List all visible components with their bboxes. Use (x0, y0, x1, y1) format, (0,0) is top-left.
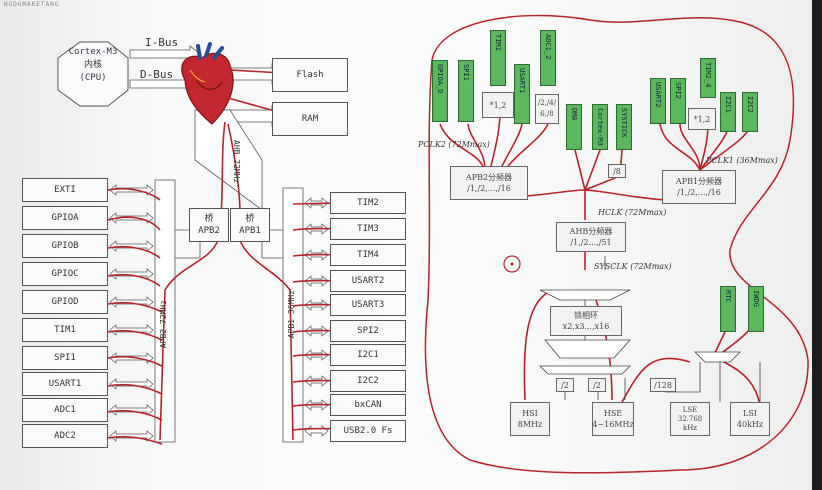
apb1-bus-label: APB1 36MHz (287, 290, 296, 339)
apb2-peripheral-tim1: TIM1 (22, 318, 108, 342)
apb1-out-tim24: TIM2_4 (700, 58, 716, 98)
apb2-bus-label: APB2 72MHz (159, 300, 168, 349)
apb2-out-gpioad: GPIOA_D (432, 60, 448, 122)
apb2-double-arrow (109, 240, 154, 252)
apb2-peripheral-gpiod: GPIOD (22, 290, 108, 314)
div128-box: /128 (650, 378, 676, 392)
apb2-out-adc12: ADC1_2 (540, 30, 556, 86)
ram-box: RAM (272, 102, 348, 136)
mul-left-box: *1,2 (482, 92, 514, 118)
apb2-peripheral-gpiob: GPIOB (22, 234, 108, 258)
apb2-peripheral-usart1: USART1 (22, 372, 108, 396)
div2b-box: /2 (588, 378, 606, 392)
ibus-label: I-Bus (145, 36, 179, 49)
apb1-peripheral-tim2: TIM2 (330, 192, 406, 214)
apb2-out-tim1: TIM1 (490, 30, 506, 86)
apb1-peripheral-tim4: TIM4 (330, 244, 406, 266)
watermark: NGDGMAKETANG (4, 1, 60, 8)
apb2-peripheral-adc1: ADC1 (22, 398, 108, 422)
cpu-octagon (57, 41, 129, 107)
apb1-out-usart2: USART2 (650, 78, 666, 124)
ahb-out-cortexm3: Cortex-M3 (592, 104, 608, 150)
apb1-peripheral-spi2: SPI2 (330, 320, 406, 342)
apb1-peripheral-tim3: TIM3 (330, 218, 406, 240)
dbus-label: D-Bus (140, 68, 174, 81)
apb2-peripheral-spi1: SPI1 (22, 346, 108, 370)
apb1-prescaler: APB1分频器/1,/2,...,/16 (662, 170, 736, 204)
apb2-peripheral-gpioa: GPIOA (22, 206, 108, 230)
div8-box: /8 (608, 164, 626, 178)
apb1-out-i2c1: I2C1 (720, 92, 736, 132)
apb1-out-spi2: SPI2 (670, 78, 686, 124)
apb2-double-arrow (109, 324, 154, 336)
apb2-out-usart1: USART1 (514, 64, 530, 124)
apb2-double-arrow (109, 352, 154, 364)
cpu-label: Cortex-M3 内核 (CPU) (68, 47, 118, 83)
apb2-peripheral-gpioc: GPIOC (22, 262, 108, 286)
apb1-bus (282, 187, 304, 443)
div2a-box: /2 (556, 378, 574, 392)
ahb-out-dma: DMA (566, 104, 582, 150)
apb1-double-arrow (304, 425, 329, 437)
ahb-out-systick: SYSTICK (616, 104, 632, 150)
apb1-peripheral-i2c1: I2C1 (330, 344, 406, 366)
adc-prescaler-box: /2,/4/6,/8 (535, 94, 559, 124)
apb2-double-arrow (109, 268, 154, 280)
sysclk-label: SYSCLK (72Mmax) (594, 262, 672, 271)
mul-right-box: *1,2 (688, 108, 716, 130)
apb1-out-i2c2: I2C2 (742, 92, 758, 132)
apb1-peripheral-i2c2: I2C2 (330, 370, 406, 392)
apb2-double-arrow (109, 430, 154, 442)
rtc-out-iwdg: IWDG (748, 286, 764, 332)
small-circle-mark (503, 255, 521, 273)
rtc-out-rtc: RTC (720, 286, 736, 332)
ahb-label: AHB 72MHz (232, 140, 241, 184)
apb2-double-arrow (109, 378, 154, 390)
apb2-double-arrow (109, 296, 154, 308)
pclk2-label: PCLK2 (72Mmax) (418, 140, 490, 149)
apb1-peripheral-bxcan: bxCAN (330, 394, 406, 416)
apb2-double-arrow (109, 404, 154, 416)
hclk-label: HCLK (72Mmax) (598, 208, 667, 217)
apb2-prescaler: APB2分频器/1,/2,...,/16 (450, 166, 528, 200)
heart-drawing (181, 42, 234, 125)
apb2-out-spi1: SPI1 (458, 60, 474, 122)
apb1-peripheral-usart2: USART2 (330, 270, 406, 292)
ahb-prescaler: AHB分频器/1,/2...,/51 (556, 222, 626, 252)
pclk1-label: PCLK1 (36Mmax) (706, 156, 778, 165)
apb2-peripheral-adc2: ADC2 (22, 424, 108, 448)
apb1-peripheral-usb20fs: USB2.0 Fs (330, 420, 406, 442)
flash-box: Flash (272, 58, 348, 92)
red-outline (424, 14, 809, 474)
apb2-peripheral-exti: EXTI (22, 178, 108, 202)
apb1-peripheral-usart3: USART3 (330, 294, 406, 316)
